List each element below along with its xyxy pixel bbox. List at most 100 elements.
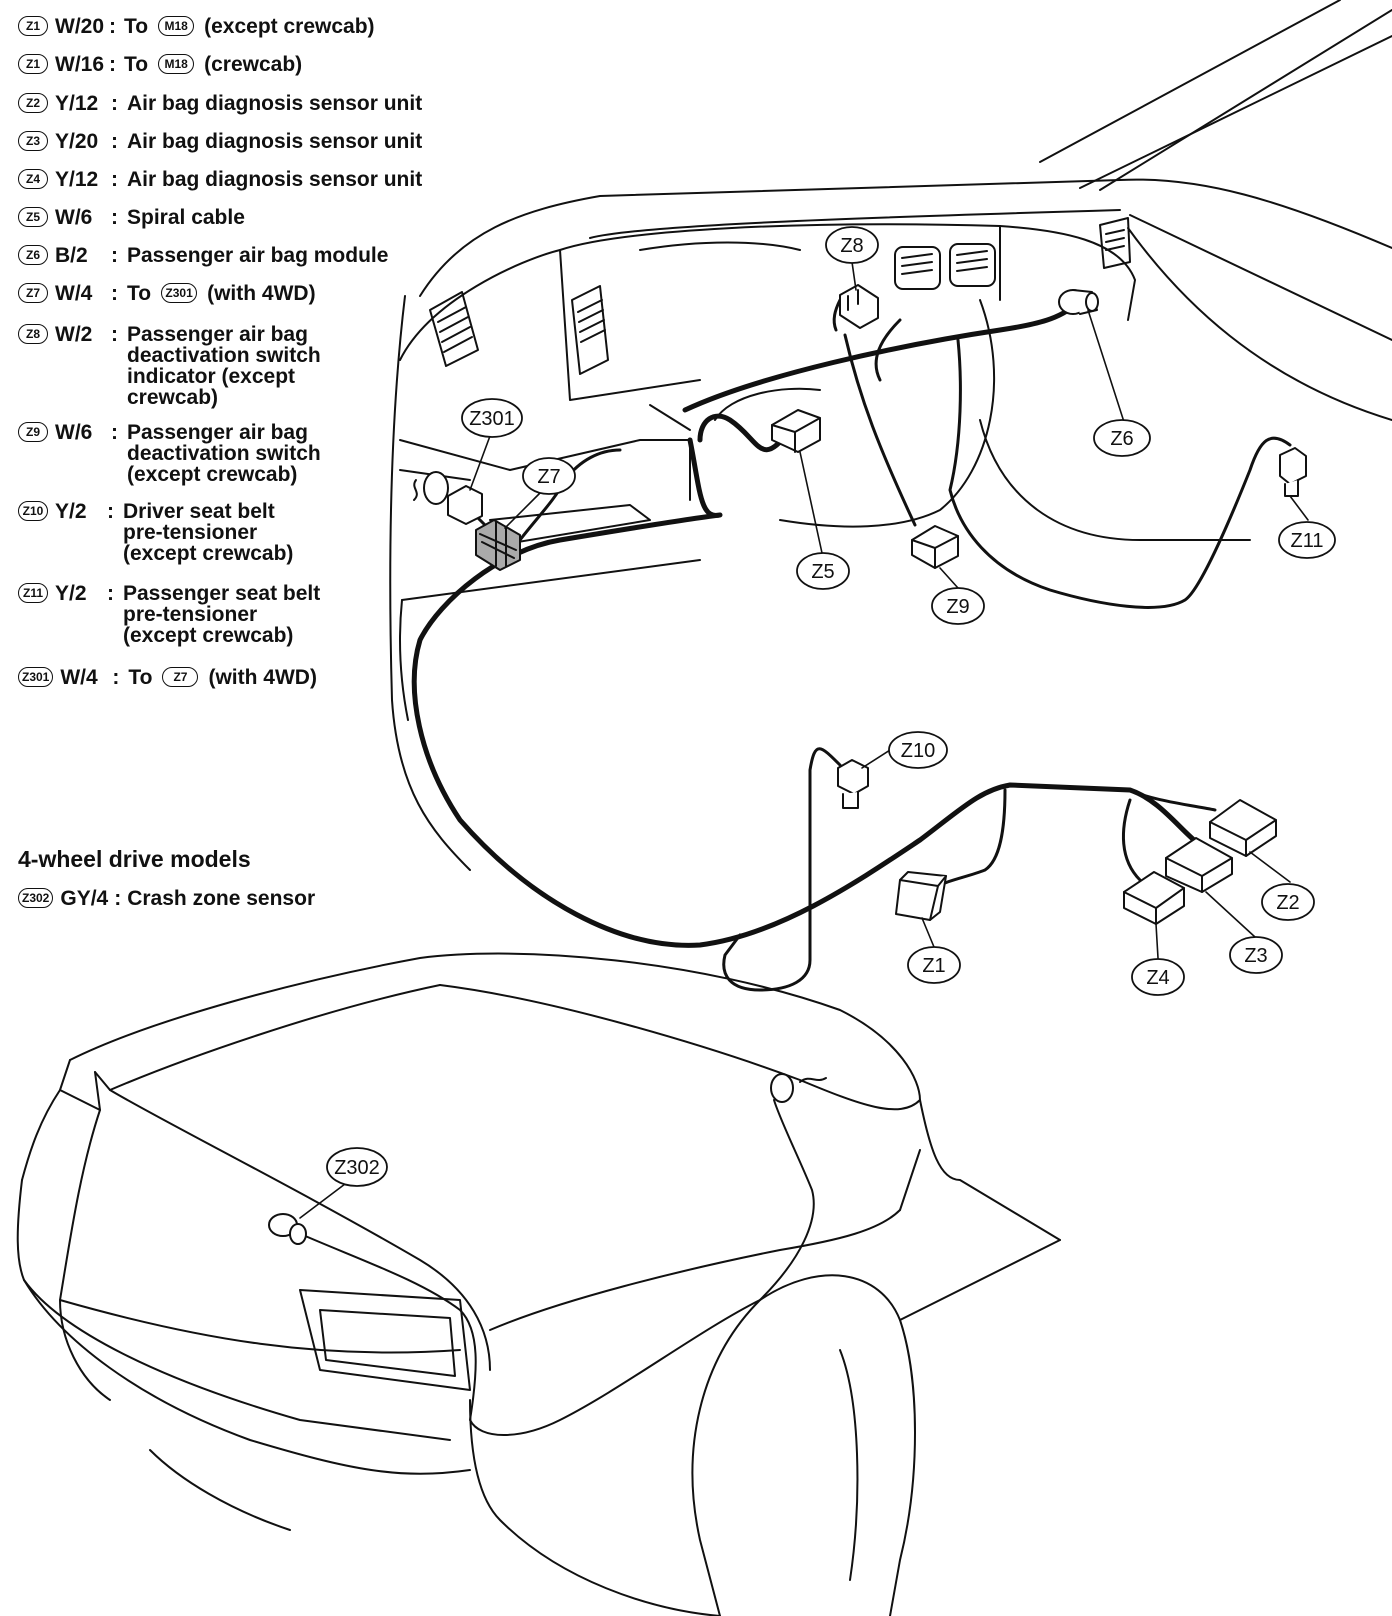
cabin-outline — [389, 0, 1392, 871]
separator: : — [111, 168, 118, 191]
callout-label: Z8 — [840, 235, 863, 257]
callout-z10 — [888, 731, 948, 769]
legend-desc: To — [124, 53, 149, 76]
callout-z9 — [931, 587, 985, 625]
connector-badge: Z1 — [18, 54, 48, 74]
legend-row: Z3 Y/20 : Air bag diagnosis sensor unit — [18, 131, 422, 152]
wire-spec: Y/2 — [55, 582, 87, 605]
callout-label: Z1 — [922, 955, 945, 977]
separator: : — [111, 282, 118, 305]
legend-desc: Air bag diagnosis sensor unit — [127, 130, 423, 153]
connector-z10 — [837, 759, 869, 809]
callout-labels: Z8 Z301 Z7 Z6 Z11 Z5 Z9 Z10 Z2 Z1 Z3 Z4 … — [334, 235, 1323, 1179]
legend-desc: Passenger air bag deactivation switch (e… — [127, 421, 321, 486]
legend-desc: Spiral cable — [127, 206, 245, 229]
legend-row: Z11 Y/2 : Passenger seat belt pre-tensio… — [18, 583, 320, 646]
separator: : — [112, 666, 120, 689]
crash-zone-sensor — [268, 1073, 827, 1436]
separator: : — [111, 244, 118, 267]
connector-z9 — [911, 525, 959, 569]
legend-desc: To — [127, 282, 152, 305]
truck-outline — [16, 952, 1061, 1616]
callout-z8 — [825, 226, 879, 264]
four-wd-row: Z302 GY/4 : Crash zone sensor — [18, 888, 315, 909]
ref-badge: M18 — [158, 54, 195, 74]
harness-wires — [411, 298, 1292, 992]
wire-spec: W/16 — [55, 53, 105, 76]
connector-z2 — [1209, 799, 1277, 857]
separator: : — [109, 15, 117, 38]
legend-desc: To — [128, 666, 153, 689]
legend-note: (with 4WD) — [208, 666, 317, 689]
wire-spec: W/20 — [55, 15, 105, 38]
separator: : — [111, 92, 118, 115]
separator: : — [111, 130, 118, 153]
legend-desc: Crash zone sensor — [127, 887, 316, 910]
callout-z3 — [1229, 936, 1283, 974]
connector-z7 — [475, 519, 521, 571]
callout-label: Z6 — [1110, 428, 1133, 450]
connector-z301 — [413, 471, 483, 525]
legend-row: Z9 W/6 : Passenger air bag deactivation … — [18, 422, 321, 485]
wire-spec: Y/12 — [55, 168, 99, 191]
legend-desc: Passenger air bag module — [127, 244, 389, 267]
separator: : — [111, 206, 118, 229]
separator: : — [109, 53, 117, 76]
callout-leaders — [299, 261, 1309, 1219]
connector-badge: Z301 — [18, 667, 54, 687]
wire-spec: W/6 — [55, 421, 93, 444]
callout-z1 — [907, 946, 961, 984]
connector-z3 — [1165, 837, 1233, 893]
legend-desc: Driver seat belt pre-tensioner (except c… — [123, 500, 294, 565]
legend-row: Z1 W/20 : To M18 (except crewcab) — [18, 16, 375, 37]
wire-spec: B/2 — [55, 244, 88, 267]
separator: : — [111, 323, 118, 346]
legend-row: Z4 Y/12 : Air bag diagnosis sensor unit — [18, 169, 422, 190]
connector-badge: Z7 — [18, 283, 48, 303]
callout-z5 — [796, 552, 850, 590]
legend-desc: To — [124, 15, 149, 38]
callout-label: Z11 — [1291, 530, 1324, 552]
separator: : — [111, 421, 118, 444]
legend-row: Z7 W/4 : To Z301 (with 4WD) — [18, 283, 316, 304]
callout-z7 — [522, 457, 576, 495]
legend-note: (with 4WD) — [207, 282, 316, 305]
connector-z4 — [1123, 871, 1185, 925]
four-wd-title: 4-wheel drive models — [18, 846, 251, 872]
legend-row: Z2 Y/12 : Air bag diagnosis sensor unit — [18, 93, 422, 114]
callout-z11 — [1278, 521, 1336, 559]
connector-badge: Z3 — [18, 131, 48, 151]
legend-desc: Passenger seat belt pre-tensioner (excep… — [123, 582, 321, 647]
dash-vents — [429, 217, 1131, 375]
callout-label: Z3 — [1244, 945, 1267, 967]
connector-z11 — [1279, 447, 1307, 497]
wire-spec: W/4 — [55, 282, 93, 305]
wire-spec: W/2 — [55, 323, 93, 346]
connector-badge: Z5 — [18, 207, 48, 227]
connector-badge: Z8 — [18, 324, 48, 344]
legend-desc: Air bag diagnosis sensor unit — [127, 92, 423, 115]
callout-z4 — [1131, 958, 1185, 996]
legend-row: Z301 W/4 : To Z7 (with 4WD) — [18, 667, 317, 688]
separator: : — [107, 582, 114, 605]
wire-spec: Y/12 — [55, 92, 99, 115]
separator: : — [107, 500, 114, 523]
connector-z5 — [771, 409, 821, 453]
legend-desc: Air bag diagnosis sensor unit — [127, 168, 423, 191]
legend-desc: Passenger air bag deactivation switch in… — [127, 323, 321, 409]
legend-note: (except crewcab) — [204, 15, 375, 38]
callout-label: Z10 — [901, 740, 935, 762]
callout-z6 — [1093, 419, 1151, 457]
callout-z302 — [326, 1147, 388, 1187]
callout-label: Z301 — [469, 408, 515, 430]
callout-label: Z5 — [811, 561, 834, 583]
legend-row: Z1 W/16 : To M18 (crewcab) — [18, 54, 302, 75]
legend-note: (crewcab) — [204, 53, 303, 76]
legend-row: Z10 Y/2 : Driver seat belt pre-tensioner… — [18, 501, 293, 564]
connector-z1 — [895, 871, 947, 921]
harness-connectors — [413, 284, 1307, 925]
separator: : — [114, 887, 122, 910]
ref-badge: Z7 — [162, 667, 199, 687]
connector-badge: Z4 — [18, 169, 48, 189]
